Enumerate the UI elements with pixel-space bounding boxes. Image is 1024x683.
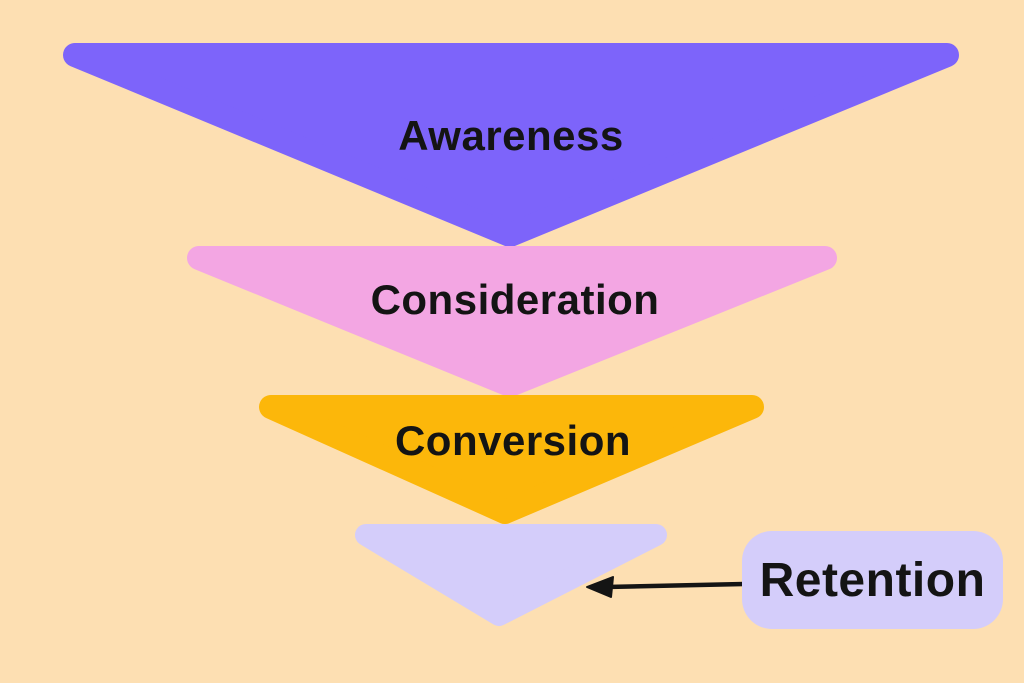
funnel-stage-2-triangle (187, 246, 837, 397)
funnel-stage-1-label: Awareness (398, 112, 624, 159)
callout-arrow-head-icon (586, 576, 614, 598)
funnel-stage-1-triangle (63, 43, 959, 247)
funnel-stage-3-triangle (259, 395, 764, 524)
retention-callout-label: Retention (759, 553, 986, 607)
funnel-stage-4-triangle (355, 524, 667, 626)
retention-callout: Retention (742, 531, 1003, 629)
funnel-stage-2-label: Consideration (370, 276, 660, 323)
funnel-stage-3-label: Conversion (394, 417, 632, 464)
callout-arrow (586, 576, 747, 598)
callout-arrow-line (603, 581, 747, 590)
